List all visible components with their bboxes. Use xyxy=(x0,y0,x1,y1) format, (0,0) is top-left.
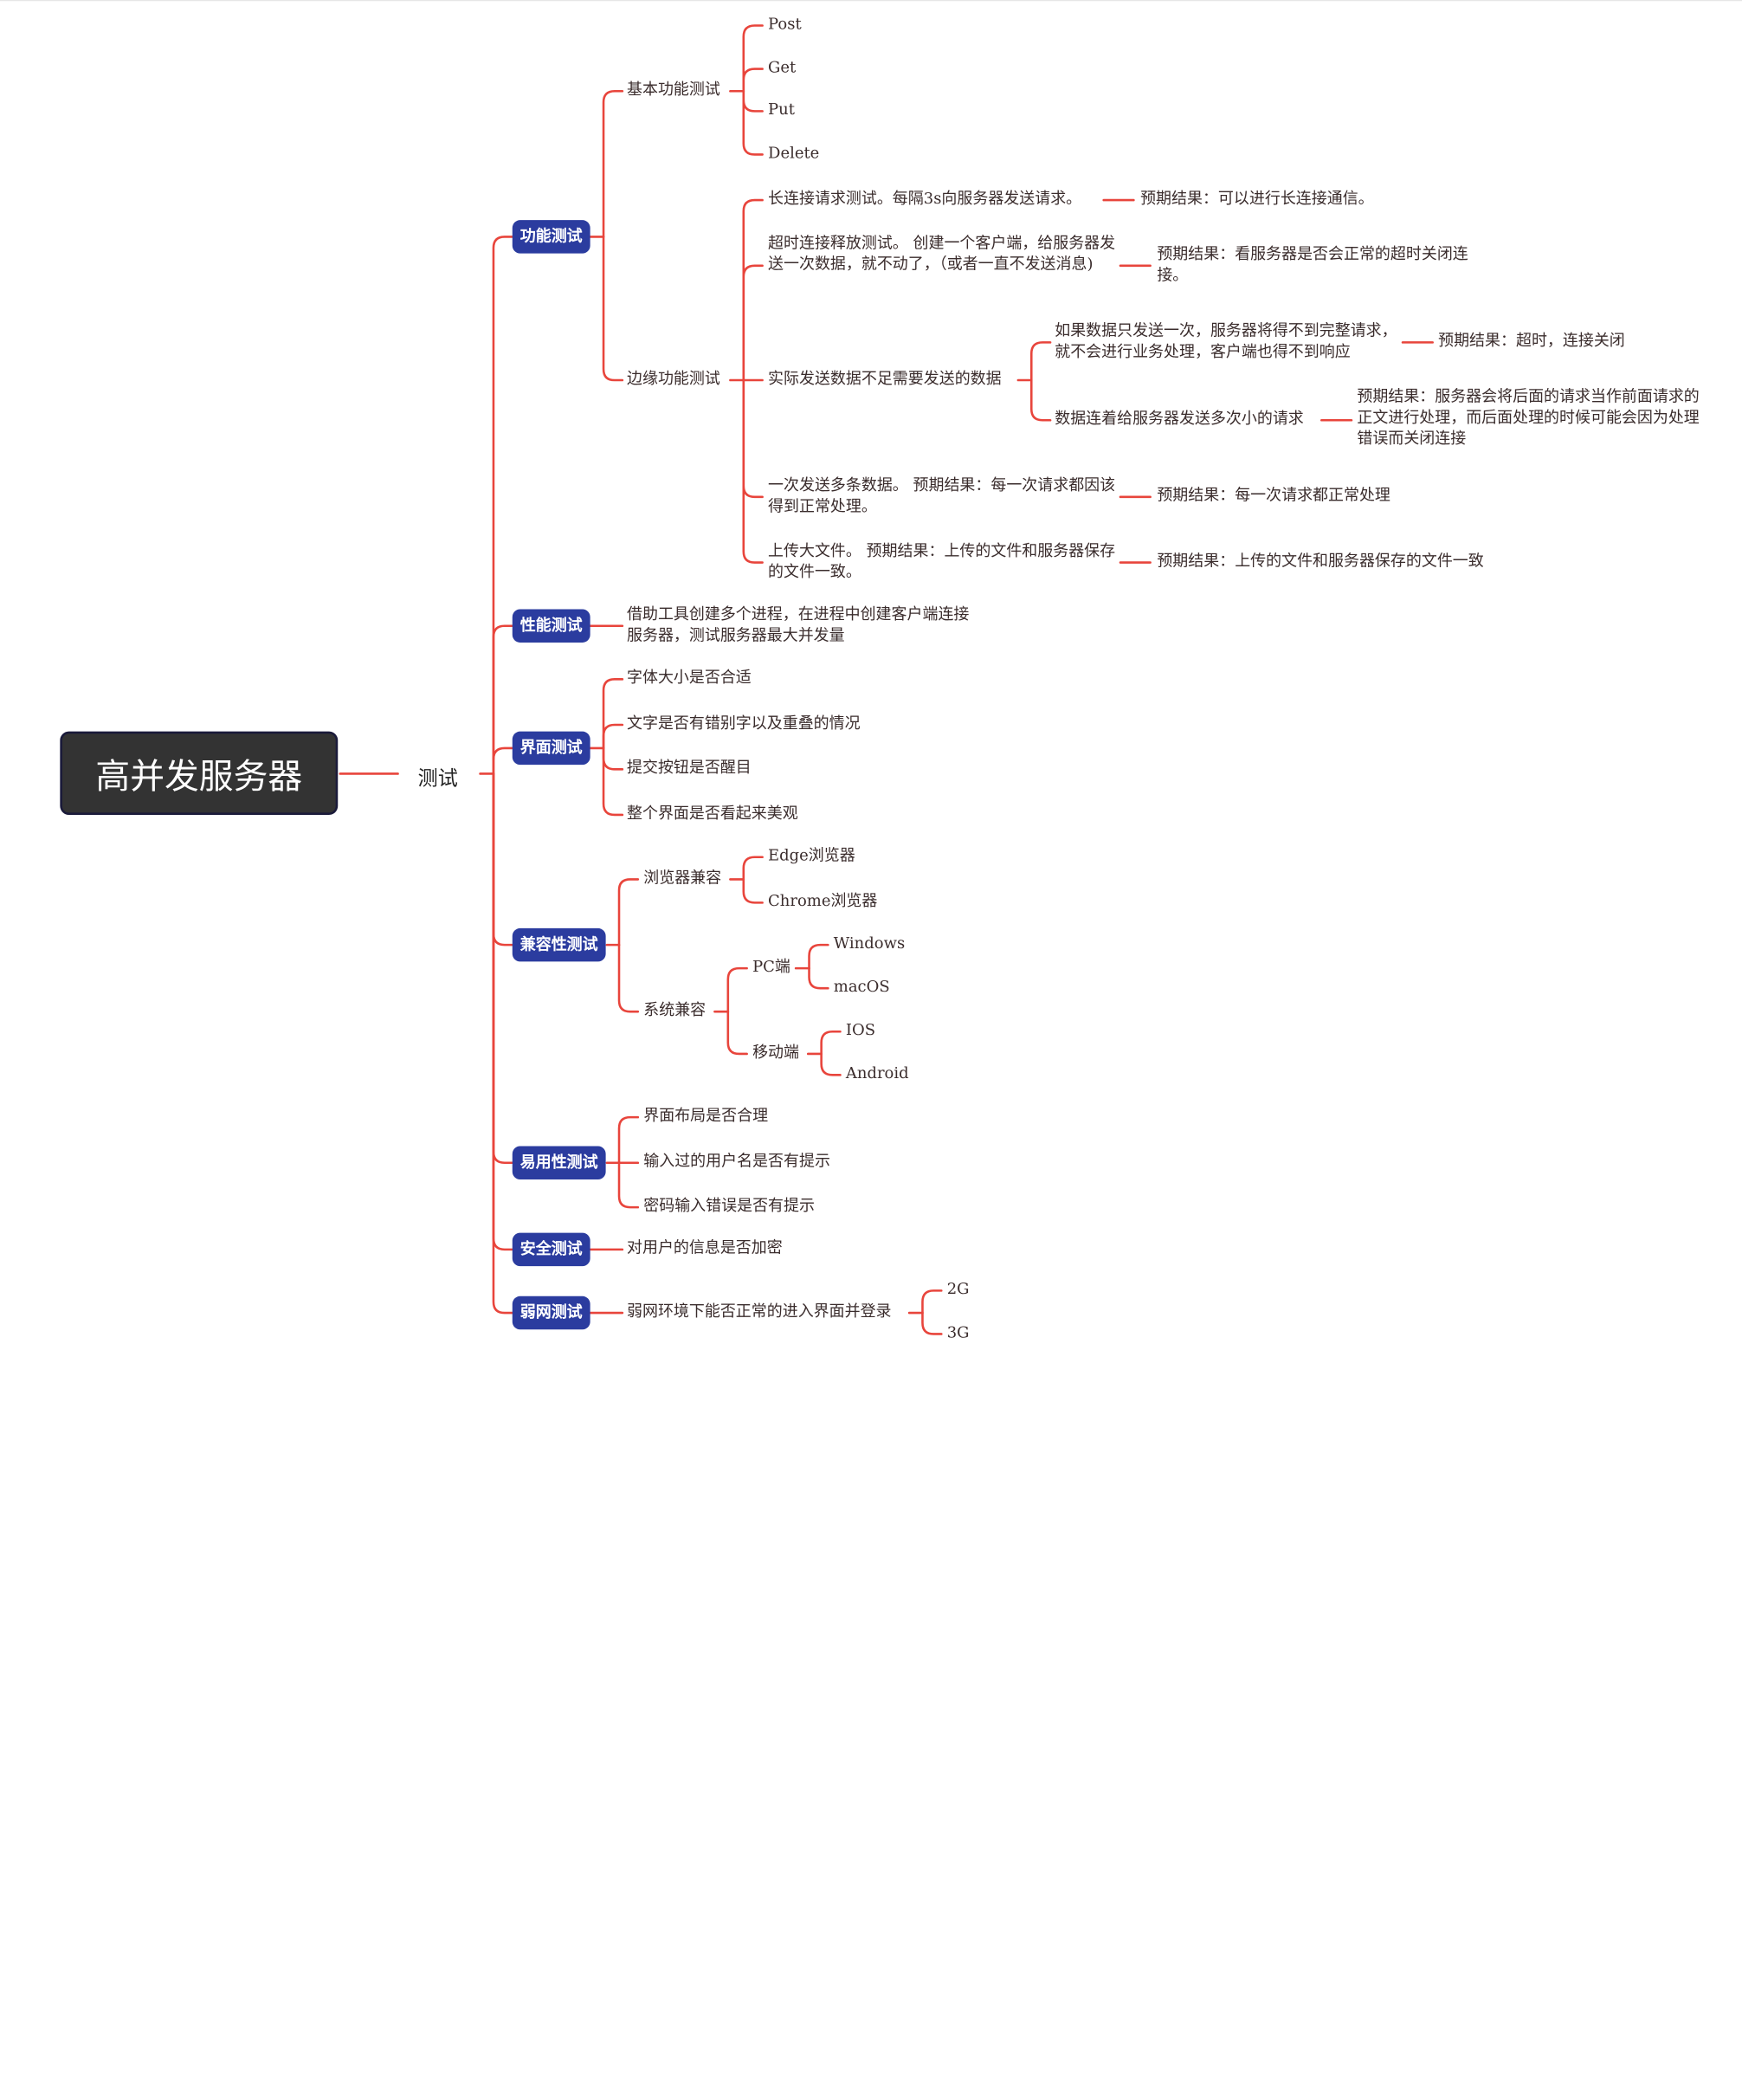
node-insufficient-data-test[interactable]: 实际发送数据不足需要发送的数据 xyxy=(768,370,1002,389)
node-timeout-release-result[interactable]: 预期结果：看服务器是否会正常的超时关闭连接。 xyxy=(1157,245,1468,285)
connector xyxy=(492,772,514,1165)
node-multi-small-request-case[interactable]: 数据连着给服务器发送多次小的请求 xyxy=(1055,410,1304,429)
node-large-file-test[interactable]: 上传大文件。 预期结果：上传的文件和服务器保存的文件一致。 xyxy=(768,542,1116,582)
category-weak-network-test[interactable]: 弱网测试 xyxy=(512,1296,590,1330)
connector xyxy=(492,772,514,1251)
connector xyxy=(820,1030,842,1056)
connector xyxy=(742,378,764,499)
node-timeout-release-test[interactable]: 超时连接释放测试。 创建一个客户端，给服务器发送一次数据，就不动了，（或者一直不… xyxy=(768,234,1116,274)
category-compatibility-test[interactable]: 兼容性测试 xyxy=(512,927,606,962)
connector xyxy=(921,1289,943,1315)
connector xyxy=(602,89,624,238)
node-multi-data-test[interactable]: 一次发送多条数据。 预期结果：每一次请求都因该得到正常处理。 xyxy=(768,476,1116,516)
connector xyxy=(602,723,624,750)
node-2g[interactable]: 2G xyxy=(946,1280,970,1299)
node-single-send-case[interactable]: 如果数据只发送一次，服务器将得不到完整请求，就不会进行业务处理，客户端也得不到响… xyxy=(1055,322,1397,362)
connector xyxy=(1029,378,1052,422)
category-usability-test[interactable]: 易用性测试 xyxy=(512,1146,606,1180)
node-edge-browser[interactable]: Edge浏览器 xyxy=(768,847,855,865)
connector xyxy=(602,678,624,750)
connector xyxy=(742,264,764,382)
node-user-info-encryption[interactable]: 对用户的信息是否加密 xyxy=(627,1239,783,1257)
connector xyxy=(617,1161,640,1209)
node-layout-reasonable[interactable]: 界面布局是否合理 xyxy=(643,1107,769,1126)
node-multi-data-result[interactable]: 预期结果：每一次请求都正常处理 xyxy=(1157,487,1390,505)
connector xyxy=(726,1010,748,1056)
connector xyxy=(492,746,514,761)
node-android[interactable]: Android xyxy=(845,1064,909,1083)
node-password-error-hint[interactable]: 密码输入错误是否有提示 xyxy=(643,1197,815,1216)
node-delete[interactable]: Delete xyxy=(768,144,820,163)
node-long-connection-result[interactable]: 预期结果：可以进行长连接通信。 xyxy=(1140,190,1374,209)
node-username-hint[interactable]: 输入过的用户名是否有提示 xyxy=(643,1153,830,1171)
connector xyxy=(492,772,514,947)
connector xyxy=(742,198,764,382)
node-browser-compat[interactable]: 浏览器兼容 xyxy=(643,869,722,888)
node-overall-appearance[interactable]: 整个界面是否看起来美观 xyxy=(627,804,798,823)
connector xyxy=(742,89,764,113)
node-typo-overlap[interactable]: 文字是否有错别字以及重叠的情况 xyxy=(627,714,861,733)
node-get[interactable]: Get xyxy=(768,59,797,77)
connector xyxy=(820,1052,842,1076)
node-font-size[interactable]: 字体大小是否合适 xyxy=(627,669,752,688)
connector xyxy=(617,878,640,947)
node-basic-function-test[interactable]: 基本功能测试 xyxy=(627,81,720,100)
root-node[interactable]: 高并发服务器 xyxy=(60,731,339,815)
hub-node[interactable]: 测试 xyxy=(417,766,458,791)
connector xyxy=(742,68,764,93)
connector xyxy=(742,856,764,881)
connector xyxy=(742,89,764,156)
category-ui-test[interactable]: 界面测试 xyxy=(512,731,590,766)
connector xyxy=(921,1311,943,1335)
node-mobile[interactable]: 移动端 xyxy=(752,1044,799,1062)
category-functional-test[interactable]: 功能测试 xyxy=(512,220,590,254)
connector xyxy=(602,746,624,817)
node-performance-desc[interactable]: 借助工具创建多个进程，在进程中创建客户端连接服务器，测试服务器最大并发量 xyxy=(627,605,970,645)
connector xyxy=(617,1115,640,1165)
node-3g[interactable]: 3G xyxy=(946,1323,970,1342)
connector xyxy=(742,878,764,904)
node-post[interactable]: Post xyxy=(768,15,802,34)
top-divider xyxy=(0,0,1742,2)
connector xyxy=(492,236,514,775)
connector xyxy=(808,966,829,990)
connector xyxy=(742,378,764,564)
category-security-test[interactable]: 安全测试 xyxy=(512,1232,590,1267)
connector xyxy=(492,772,514,1315)
connector xyxy=(726,966,748,1013)
connector xyxy=(1029,341,1052,382)
connector xyxy=(602,236,624,382)
node-weak-network-login[interactable]: 弱网环境下能否正常的进入界面并登录 xyxy=(627,1302,892,1321)
node-macos[interactable]: macOS xyxy=(833,978,890,997)
node-long-connection-test[interactable]: 长连接请求测试。每隔3s向服务器发送请求。 xyxy=(768,190,1082,209)
node-submit-button[interactable]: 提交按钮是否醒目 xyxy=(627,759,752,778)
connector xyxy=(808,943,829,970)
node-multi-small-request-result[interactable]: 预期结果：服务器会将后面的请求当作前面请求的正文进行处理，而后面处理的时候可能会… xyxy=(1357,388,1700,449)
node-chrome-browser[interactable]: Chrome浏览器 xyxy=(768,892,878,911)
node-single-send-result[interactable]: 预期结果：超时，连接关闭 xyxy=(1438,332,1625,351)
node-edge-function-test[interactable]: 边缘功能测试 xyxy=(627,370,720,389)
node-pc[interactable]: PC端 xyxy=(752,958,790,977)
node-put[interactable]: Put xyxy=(768,100,795,120)
node-system-compat[interactable]: 系统兼容 xyxy=(643,1001,706,1020)
connector-lines xyxy=(339,24,1434,1335)
connector xyxy=(492,624,514,775)
node-windows[interactable]: Windows xyxy=(833,934,906,953)
node-ios[interactable]: IOS xyxy=(845,1021,876,1040)
connector xyxy=(602,746,624,771)
node-large-file-result[interactable]: 预期结果：上传的文件和服务器保存的文件一致 xyxy=(1157,552,1484,571)
category-performance-test[interactable]: 性能测试 xyxy=(512,609,590,643)
connector xyxy=(742,24,764,93)
connector xyxy=(617,943,640,1013)
